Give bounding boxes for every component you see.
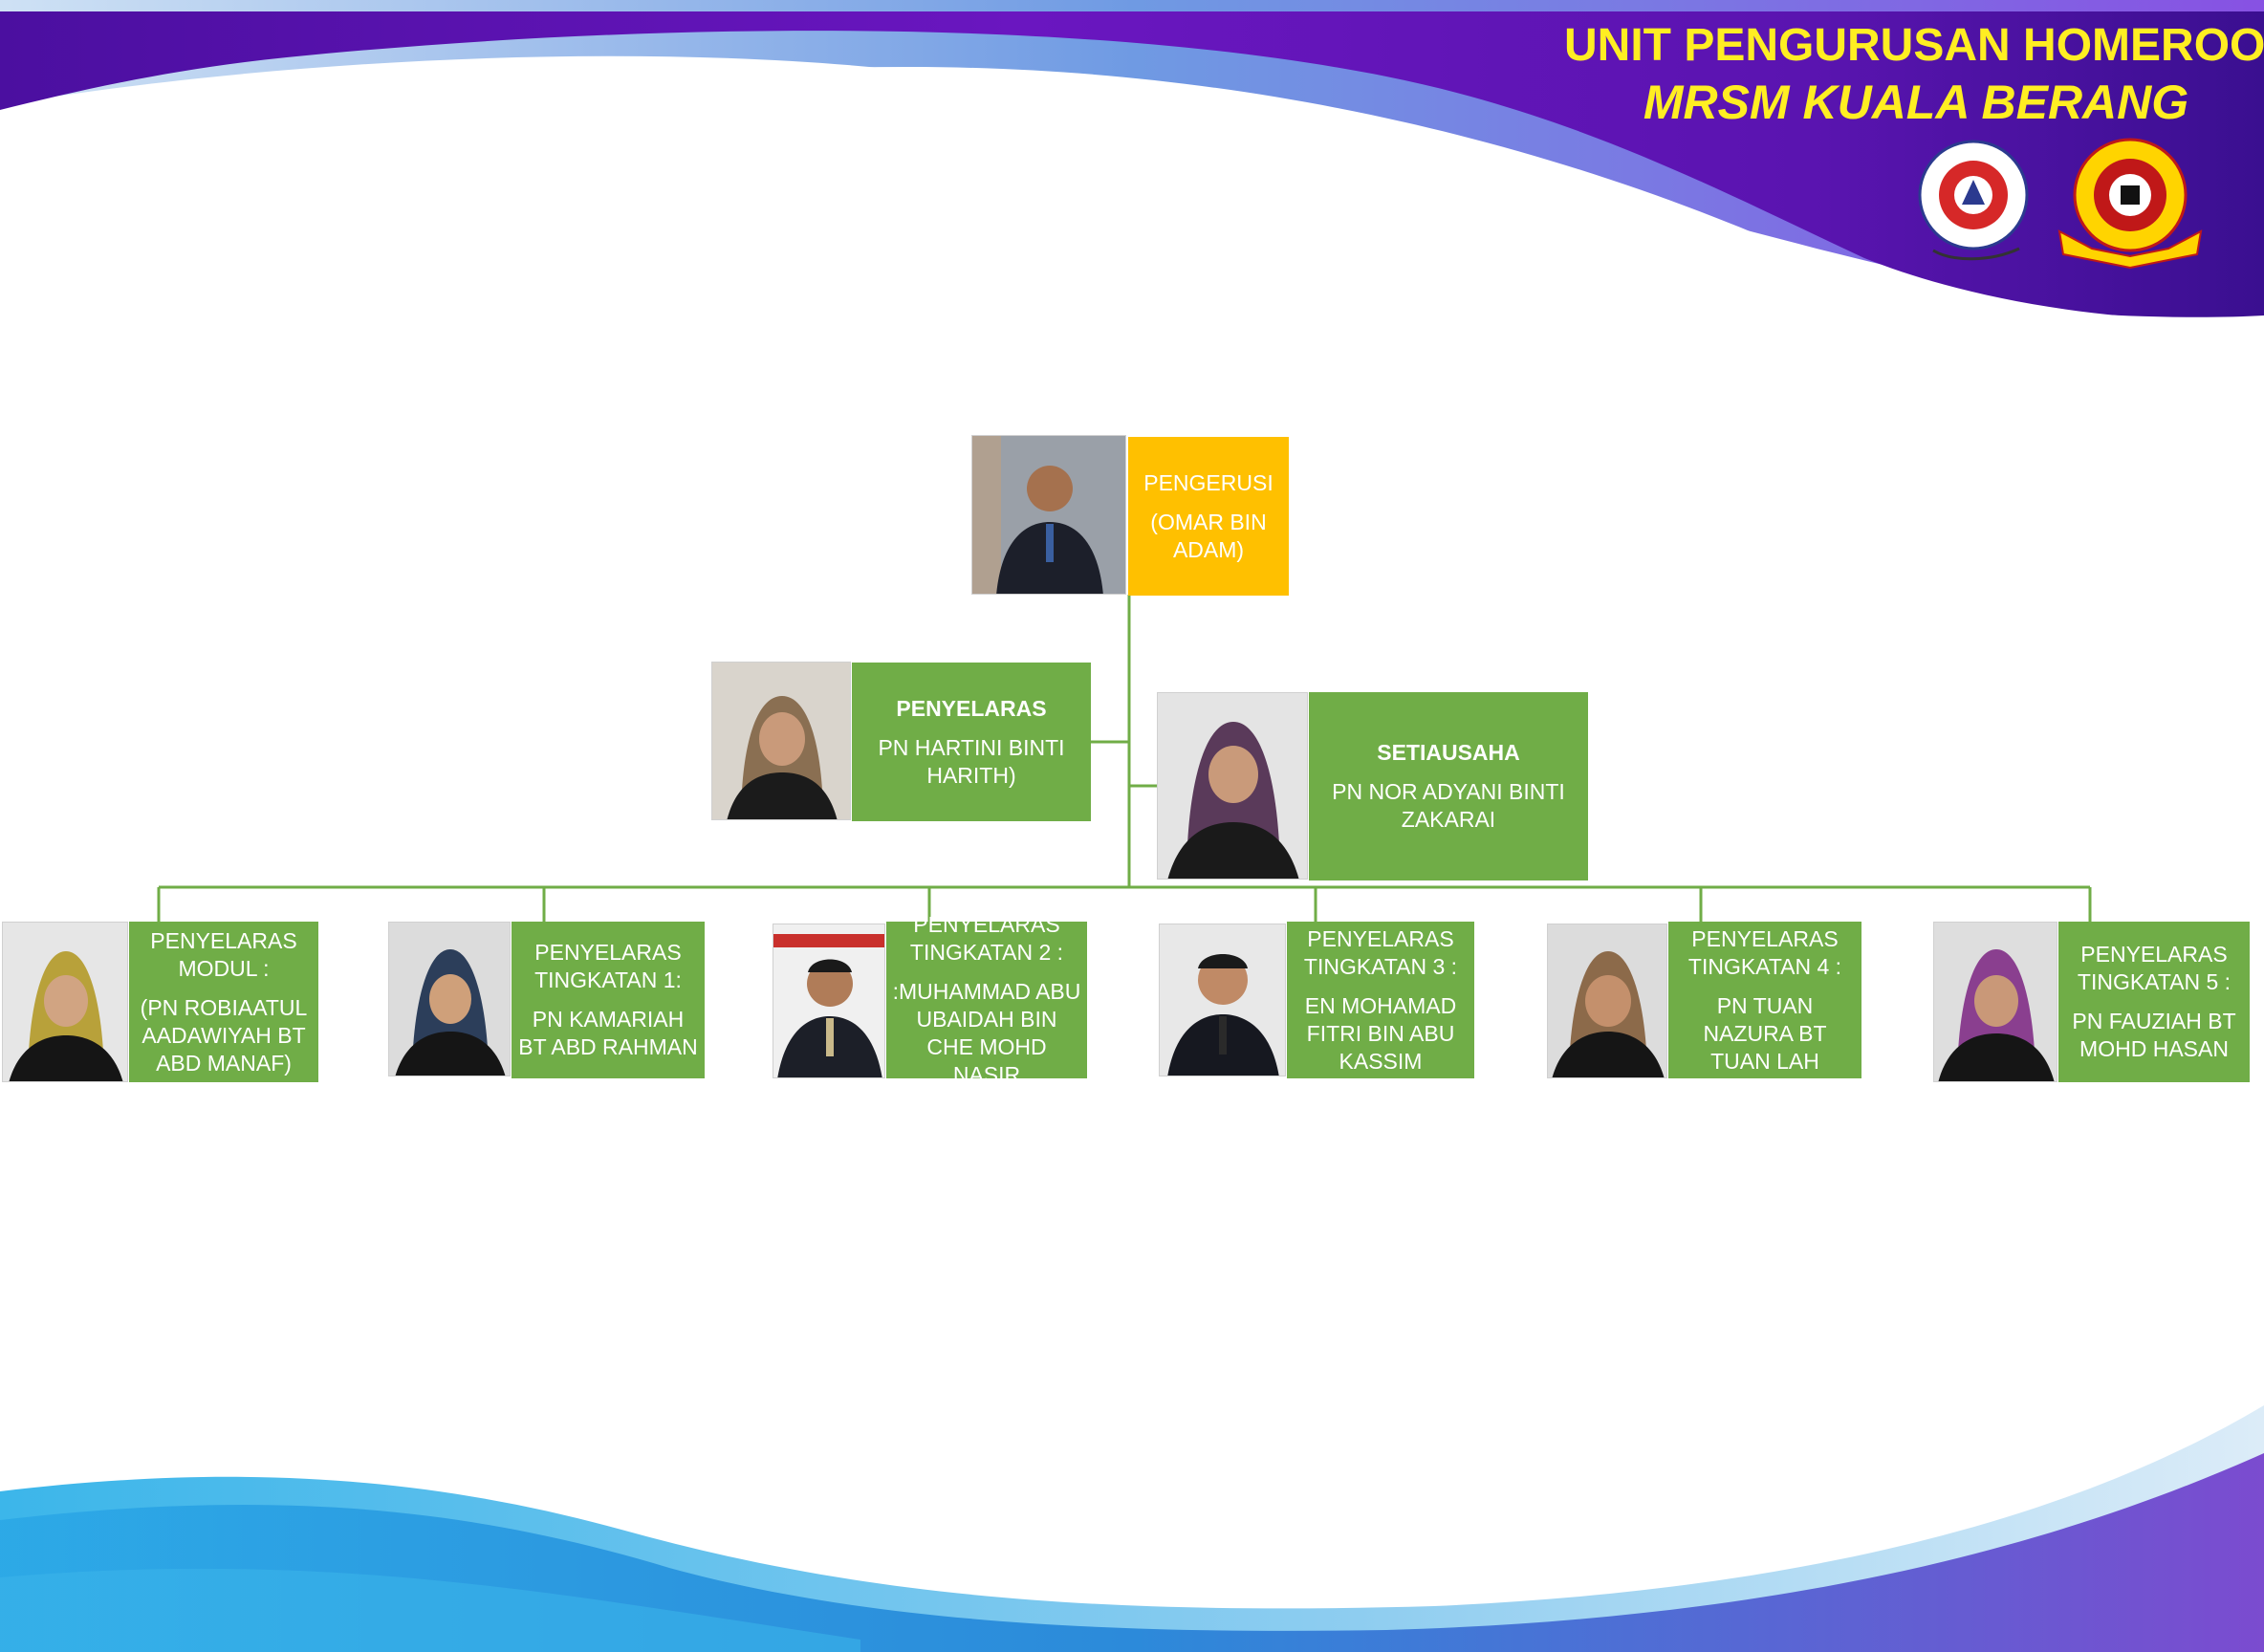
member-photo — [2, 922, 128, 1082]
chairman-box: PENGERUSI (OMAR BIN ADAM) — [1128, 437, 1289, 596]
person-photo-icon — [773, 924, 884, 1077]
member-role: PENYELARAS TINGKATAN 2 : — [909, 912, 1064, 965]
chairman-name: (OMAR BIN ADAM) — [1150, 509, 1267, 562]
mara-logo-icon — [1918, 140, 2029, 261]
member-photo — [1159, 924, 1286, 1076]
member-role: PENYELARAS TINGKATAN 4 : — [1687, 925, 1842, 979]
member-role: PENYELARAS MODUL : — [150, 927, 297, 981]
member-name: (PN ROBIAATUL AADAWIYAH BT ABD MANAF) — [140, 994, 308, 1076]
person-photo-icon — [1548, 924, 1666, 1077]
page-subtitle: MRSM KUALA BERANG — [1643, 76, 2189, 129]
secretary-photo — [1157, 692, 1308, 880]
coordinator-name: PN HARTINI BINTI HARITH) — [878, 734, 1065, 788]
member-box: PENYELARAS TINGKATAN 3 : EN MOHAMAD FITR… — [1287, 922, 1474, 1078]
member-box: PENYELARAS TINGKATAN 5 : PN FAUZIAH BT M… — [2058, 922, 2250, 1082]
member-role: PENYELARAS TINGKATAN 1: — [534, 940, 682, 992]
member-role: PENYELARAS TINGKATAN 3 : — [1303, 925, 1458, 979]
member-name: PN TUAN NAZURA BT TUAN LAH — [1703, 992, 1827, 1074]
member-photo — [1933, 922, 2057, 1082]
member-photo — [773, 924, 885, 1078]
secretary-role: SETIAUSAHA — [1377, 740, 1520, 765]
person-photo-icon — [1934, 923, 2057, 1081]
school-crest-icon — [2057, 138, 2203, 270]
person-photo-icon — [1160, 924, 1285, 1076]
page-title: UNIT PENGURUSAN HOMEROOM — [1564, 20, 2264, 71]
person-photo-icon — [3, 923, 127, 1081]
member-box: PENYELARAS TINGKATAN 4 : PN TUAN NAZURA … — [1668, 922, 1861, 1078]
secretary-box: SETIAUSAHA PN NOR ADYANI BINTI ZAKARAI — [1309, 692, 1588, 880]
member-name: PN FAUZIAH BT MOHD HASAN — [2072, 1009, 2236, 1061]
person-photo-icon — [1158, 693, 1307, 879]
member-box: PENYELARAS MODUL : (PN ROBIAATUL AADAWIY… — [129, 922, 318, 1082]
person-photo-icon — [712, 663, 850, 819]
person-photo-icon — [389, 923, 510, 1076]
coordinator-role: PENYELARAS — [896, 695, 1047, 721]
member-role: PENYELARAS TINGKATAN 5 : — [2077, 942, 2231, 994]
member-name: PN KAMARIAH BT ABD RAHMAN — [518, 1007, 698, 1059]
member-name: :MUHAMMAD ABU UBAIDAH BIN CHE MOHD NASIR — [892, 979, 1081, 1087]
member-box: PENYELARAS TINGKATAN 1: PN KAMARIAH BT A… — [512, 922, 705, 1078]
secretary-name: PN NOR ADYANI BINTI ZAKARAI — [1332, 779, 1565, 832]
member-photo — [1547, 924, 1667, 1078]
member-name: EN MOHAMAD FITRI BIN ABU KASSIM — [1304, 992, 1457, 1074]
member-box: PENYELARAS TINGKATAN 2 : :MUHAMMAD ABU U… — [886, 912, 1087, 1087]
coordinator-photo — [711, 662, 851, 820]
member-photo — [388, 922, 511, 1076]
coordinator-box: PENYELARAS PN HARTINI BINTI HARITH) — [852, 663, 1091, 821]
chairman-photo — [971, 435, 1126, 595]
chairman-role: PENGERUSI — [1143, 469, 1274, 495]
person-photo-icon — [972, 436, 1125, 594]
